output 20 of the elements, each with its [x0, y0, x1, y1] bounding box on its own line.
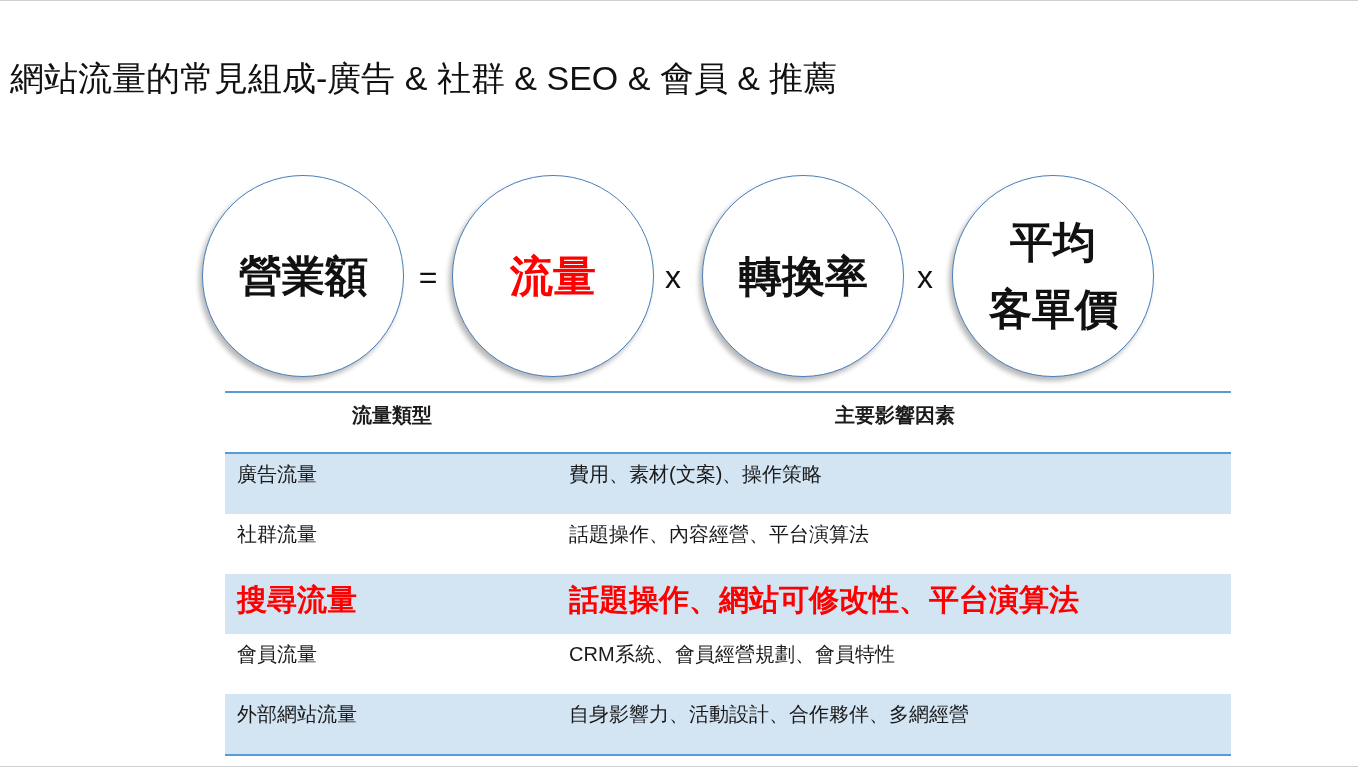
- circle-label: 平均客單價: [987, 217, 1119, 335]
- factor-text: 自身影響力、活動設計、合作夥伴、多網經營: [569, 702, 969, 726]
- operator-sign: x: [917, 259, 933, 295]
- traffic-type-text: 廣告流量: [237, 462, 317, 486]
- traffic-type-text: 搜尋流量: [237, 582, 357, 618]
- traffic-type-text: 社群流量: [237, 522, 317, 546]
- column-header: 主要影響因素: [834, 403, 955, 427]
- traffic-type-text: 外部網站流量: [237, 702, 357, 726]
- operator-sign: =: [418, 259, 438, 295]
- column-header: 流量類型: [351, 403, 432, 427]
- factor-text: CRM系統、會員經營規劃、會員特性: [569, 642, 895, 666]
- slide-title: 網站流量的常見組成-廣告 & 社群 & SEO & 會員 & 推薦: [10, 58, 838, 99]
- factor-text: 話題操作、網站可修改性、平台演算法: [569, 582, 1079, 618]
- circle-label: 轉換率: [738, 250, 868, 302]
- factor-text: 費用、素材(文案)、操作策略: [569, 462, 823, 486]
- traffic-type-text: 會員流量: [237, 642, 317, 666]
- circle-label: 營業額: [238, 250, 368, 302]
- circle-label: 流量: [510, 250, 596, 302]
- factor-text: 話題操作、內容經營、平台演算法: [569, 522, 869, 546]
- operator-sign: x: [665, 259, 681, 295]
